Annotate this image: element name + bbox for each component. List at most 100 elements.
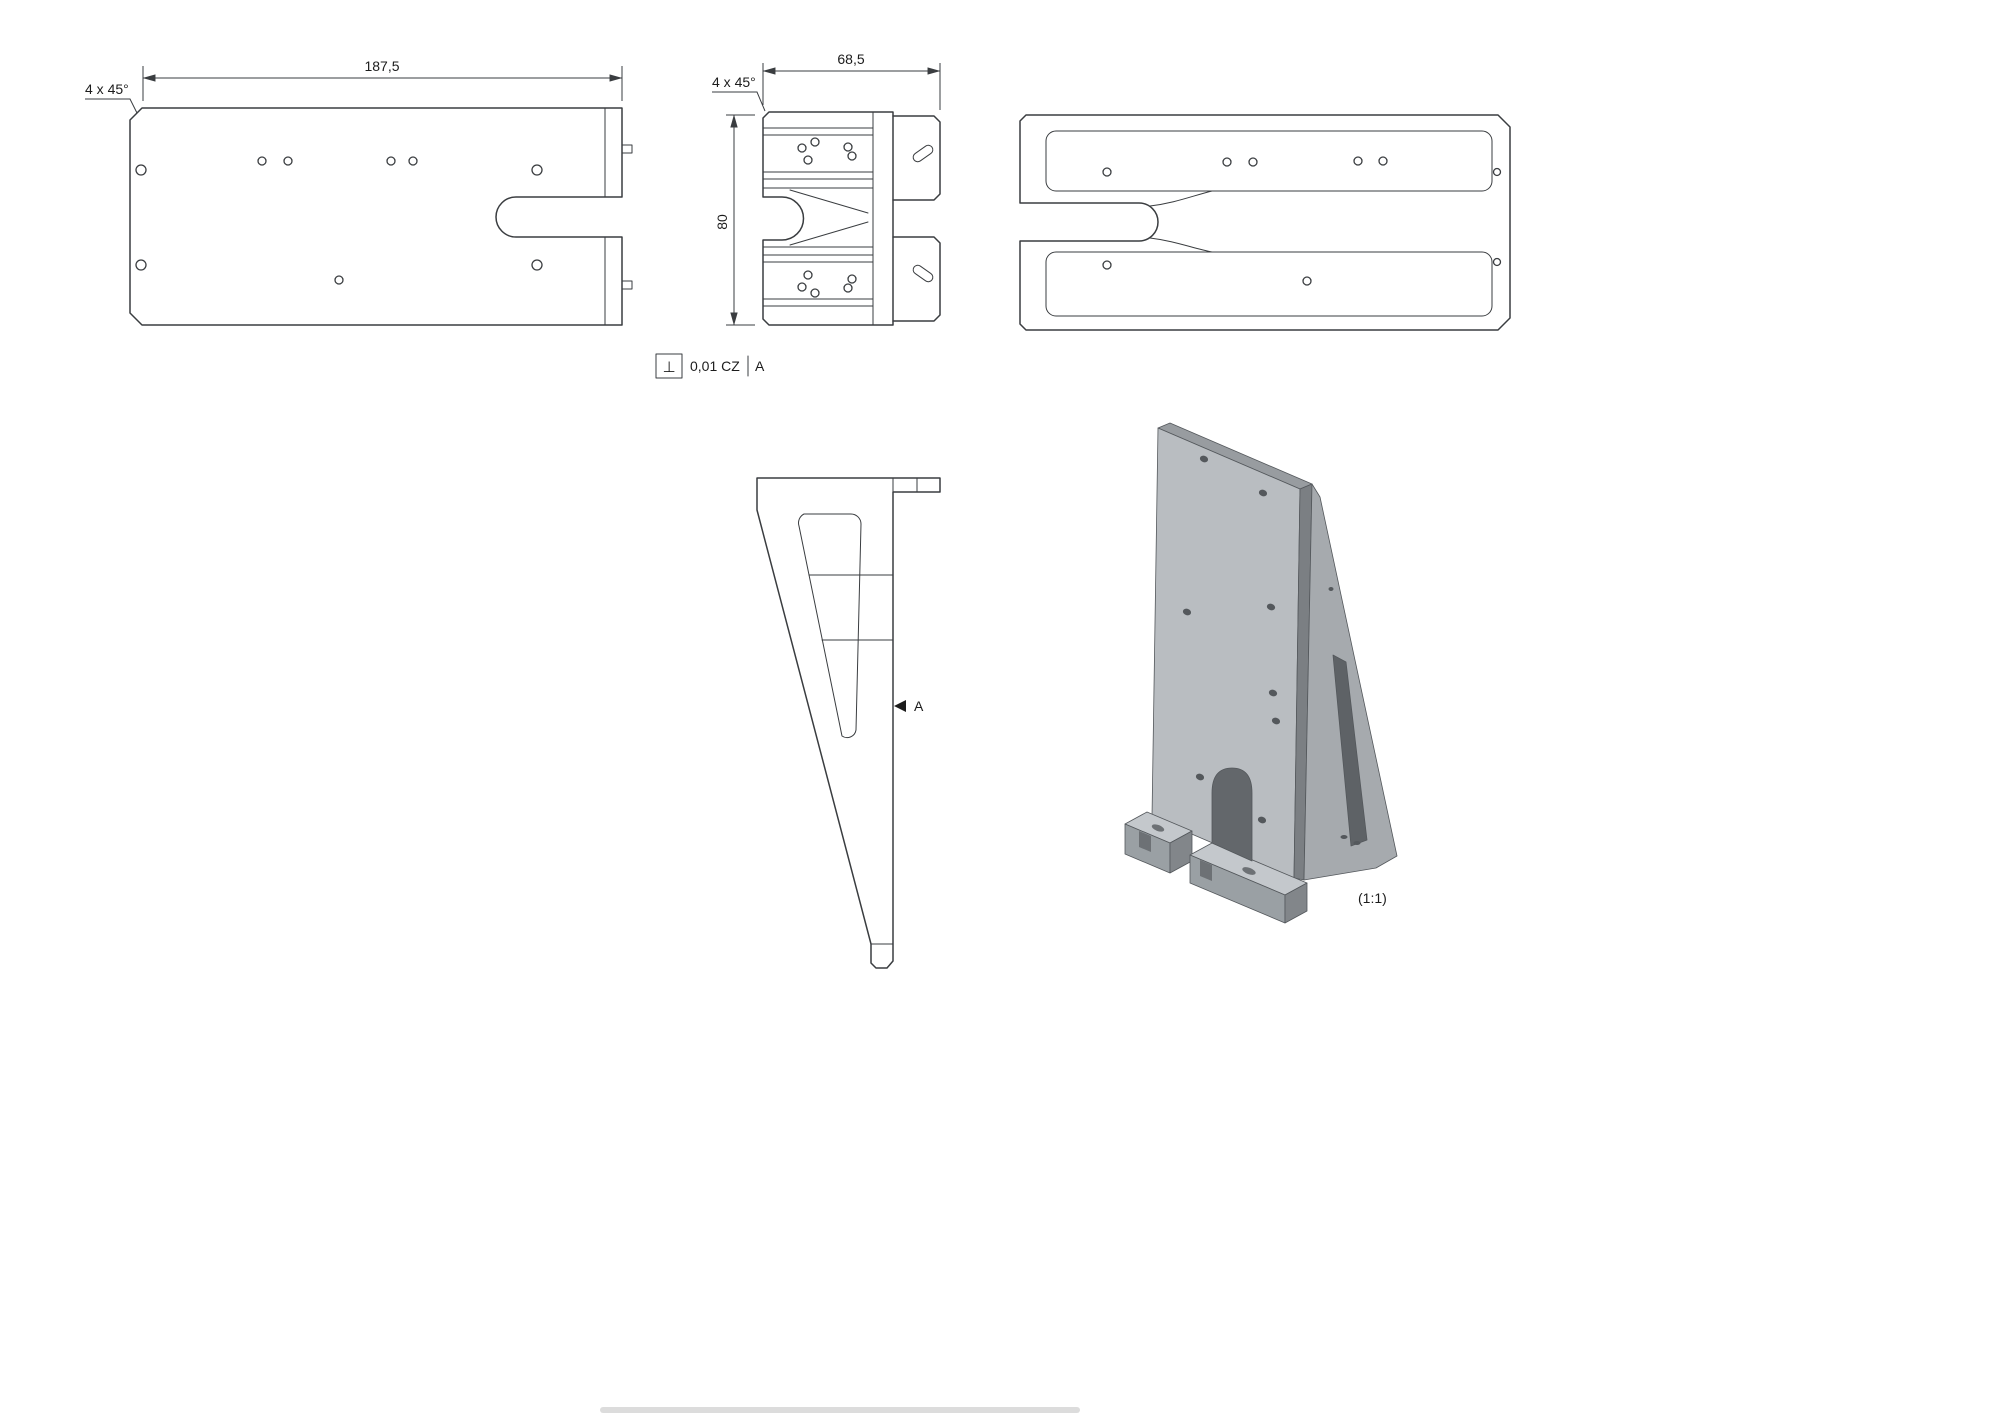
chamfer-leader <box>85 98 138 114</box>
hole <box>1102 167 1112 177</box>
dimension-width-text: 68,5 <box>837 51 864 67</box>
hole <box>847 151 857 161</box>
datum-a-marker: A <box>894 698 924 714</box>
hole <box>1102 260 1112 270</box>
hole <box>1268 689 1278 697</box>
extension-lines <box>762 63 941 110</box>
hole <box>1199 455 1209 463</box>
hole <box>1302 276 1312 286</box>
hole <box>1492 167 1502 177</box>
left-foot-side-face <box>1169 830 1193 874</box>
isometric-view: (1:1) <box>1124 422 1398 924</box>
dimension-height-text: 80 <box>714 214 730 230</box>
hole <box>1195 773 1205 781</box>
perpendicularity-symbol: ⊥ <box>662 358 675 376</box>
front-view-pocket-lines <box>762 127 874 307</box>
hole <box>257 156 267 166</box>
hole <box>803 270 813 280</box>
right-foot-side-face <box>1284 882 1308 924</box>
side-view-tab-lines <box>870 477 918 945</box>
hole <box>843 283 853 293</box>
hole <box>135 259 147 271</box>
hole <box>1328 587 1334 591</box>
tab-slot-top <box>912 144 934 163</box>
dimension-width: 68,5 <box>762 51 941 110</box>
rear-view-outline <box>1019 114 1511 331</box>
hole <box>531 259 543 271</box>
datum-label: A <box>914 698 924 714</box>
hole <box>843 142 853 152</box>
hole <box>847 274 857 284</box>
chamfer-note-front: 4 x 45° <box>712 74 766 112</box>
hole <box>334 275 344 285</box>
rear-view <box>1019 114 1511 331</box>
hole <box>810 288 820 298</box>
fcf-symbol-box <box>655 353 683 379</box>
side-view-outline <box>756 477 941 969</box>
hole <box>283 156 293 166</box>
hole <box>1222 157 1232 167</box>
hole <box>1353 841 1361 845</box>
scale-label: (1:1) <box>1358 890 1387 906</box>
top-view: 187,5 4 x 45° <box>85 58 633 326</box>
top-view-edge-tabs <box>621 144 633 290</box>
hole <box>1378 156 1388 166</box>
hole <box>1248 157 1258 167</box>
dimension-height: 80 <box>714 114 755 326</box>
hole <box>1492 257 1502 267</box>
side-view-rib-edges <box>808 574 894 641</box>
hole <box>797 143 807 153</box>
u-slot-arch <box>1211 767 1253 862</box>
hole <box>1353 156 1363 166</box>
side-view-cutout <box>798 513 862 739</box>
hole <box>810 137 820 147</box>
front-view-bottom-tab <box>892 236 941 322</box>
chamfer-note-text: 4 x 45° <box>85 81 129 97</box>
horizontal-scrollbar-thumb[interactable] <box>600 1407 1080 1413</box>
pocket-bottom <box>1045 251 1493 317</box>
dimension-length: 187,5 <box>142 58 623 101</box>
front-view-holes <box>797 137 857 298</box>
datum-arrow-icon <box>894 700 906 712</box>
left-foot-slot-hole <box>1151 824 1165 832</box>
fcf-datum-text: A <box>755 358 765 374</box>
tab-slot-bottom <box>912 264 934 283</box>
hole <box>803 155 813 165</box>
front-view-top-tab <box>892 115 941 201</box>
top-view-outline <box>129 107 623 326</box>
top-view-holes <box>135 156 543 285</box>
chamfer-leader <box>712 91 766 112</box>
right-foot-slot-hole <box>1242 867 1256 875</box>
extension-lines <box>142 66 623 101</box>
chamfer-note-text: 4 x 45° <box>712 74 756 90</box>
hole <box>386 156 396 166</box>
hole <box>1266 603 1276 611</box>
fcf-tolerance-text: 0,01 CZ <box>690 358 740 374</box>
hole <box>1182 608 1192 616</box>
front-view-slope-lines <box>789 189 869 246</box>
front-view: 68,5 80 4 x 45° <box>712 51 941 326</box>
extension-lines <box>726 114 755 326</box>
side-view: A <box>756 477 941 969</box>
feature-control-frame: ⊥ 0,01 CZ A <box>655 353 765 379</box>
hole <box>531 164 543 176</box>
rear-view-holes <box>1102 156 1502 286</box>
gusset-face <box>1303 483 1398 881</box>
front-view-outline <box>762 111 894 326</box>
right-foot-notch <box>1200 860 1212 881</box>
chamfer-note-top: 4 x 45° <box>85 81 138 114</box>
hole <box>408 156 418 166</box>
hole <box>1257 816 1267 824</box>
plate-holes <box>1182 455 1361 845</box>
dimension-length-text: 187,5 <box>364 58 399 74</box>
hole <box>1340 835 1348 839</box>
pocket-slot-blend <box>1149 190 1213 253</box>
hole <box>797 282 807 292</box>
hole <box>135 164 147 176</box>
hole <box>1258 489 1268 497</box>
gusset-cutout <box>1332 654 1368 847</box>
hole <box>1271 717 1281 725</box>
left-foot-notch <box>1139 831 1151 852</box>
